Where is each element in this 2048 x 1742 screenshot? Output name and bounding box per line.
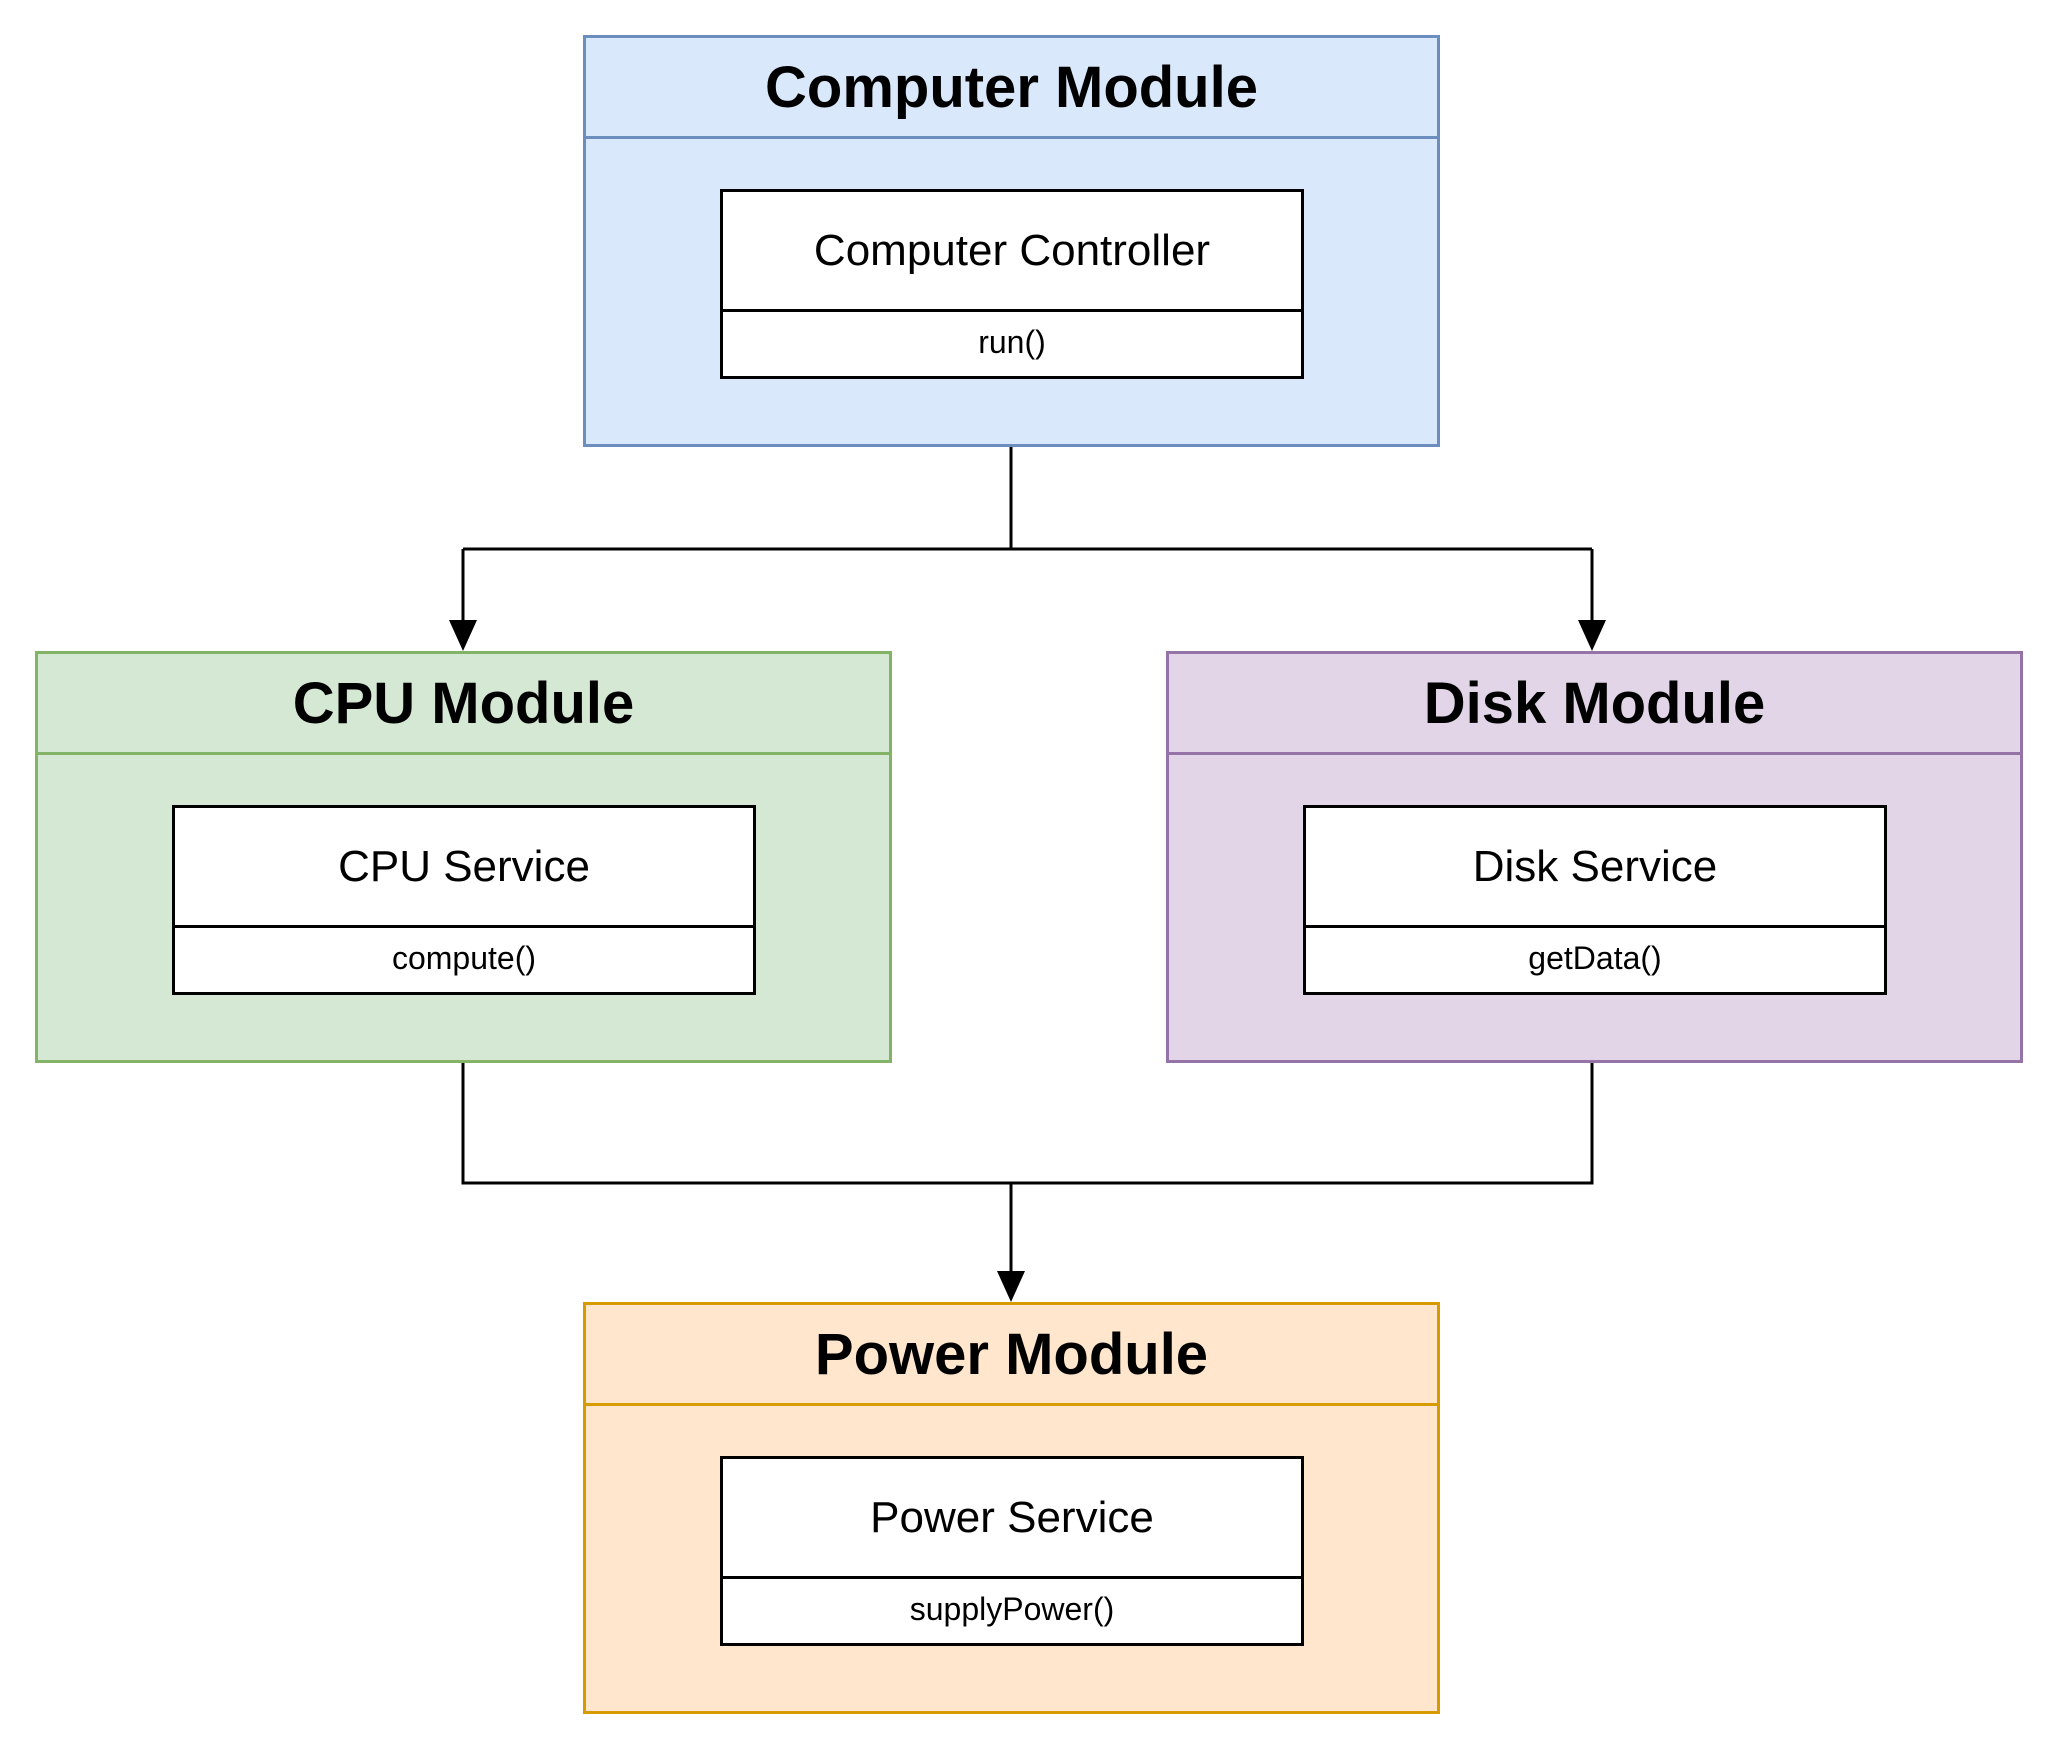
disk-service-box: Disk Service getData() <box>1303 805 1887 995</box>
cpu-service-method-row: compute() <box>175 925 753 992</box>
computer-controller-name: Computer Controller <box>813 225 1211 275</box>
connector-cpu-to-power <box>461 1063 1011 1185</box>
cpu-module-title: CPU Module <box>292 670 635 736</box>
power-module: Power Module Power Service supplyPower() <box>583 1302 1440 1714</box>
computer-controller-box: Computer Controller run() <box>720 189 1304 379</box>
power-service-method: supplyPower() <box>909 1591 1115 1627</box>
arrowhead-to-power <box>997 1271 1025 1302</box>
cpu-service-box: CPU Service compute() <box>172 805 756 995</box>
power-service-method-row: supplyPower() <box>723 1576 1301 1643</box>
cpu-service-method: compute() <box>391 940 537 976</box>
power-module-header: Power Module <box>586 1305 1437 1406</box>
arrowhead-to-cpu <box>449 620 477 651</box>
cpu-service-name: CPU Service <box>338 841 590 891</box>
disk-module-title: Disk Module <box>1423 670 1766 736</box>
disk-module: Disk Module Disk Service getData() <box>1166 651 2023 1063</box>
cpu-module-header: CPU Module <box>38 654 889 755</box>
power-service-name: Power Service <box>870 1492 1154 1542</box>
disk-service-name-row: Disk Service <box>1306 808 1884 928</box>
computer-module-header: Computer Module <box>586 38 1437 139</box>
arrowhead-to-disk <box>1578 620 1606 651</box>
power-service-name-row: Power Service <box>723 1459 1301 1579</box>
computer-module-title: Computer Module <box>765 54 1258 120</box>
disk-module-header: Disk Module <box>1169 654 2020 755</box>
computer-controller-method-row: run() <box>723 309 1301 376</box>
computer-module: Computer Module Computer Controller run(… <box>583 35 1440 447</box>
cpu-service-name-row: CPU Service <box>175 808 753 928</box>
disk-service-name: Disk Service <box>1472 841 1718 891</box>
disk-service-method-row: getData() <box>1306 925 1884 992</box>
cpu-module: CPU Module CPU Service compute() <box>35 651 892 1063</box>
power-module-title: Power Module <box>814 1321 1209 1387</box>
power-service-box: Power Service supplyPower() <box>720 1456 1304 1646</box>
disk-service-method: getData() <box>1528 940 1662 976</box>
connector-disk-to-power <box>1011 1063 1594 1185</box>
computer-controller-name-row: Computer Controller <box>723 192 1301 312</box>
computer-controller-method: run() <box>978 324 1046 360</box>
